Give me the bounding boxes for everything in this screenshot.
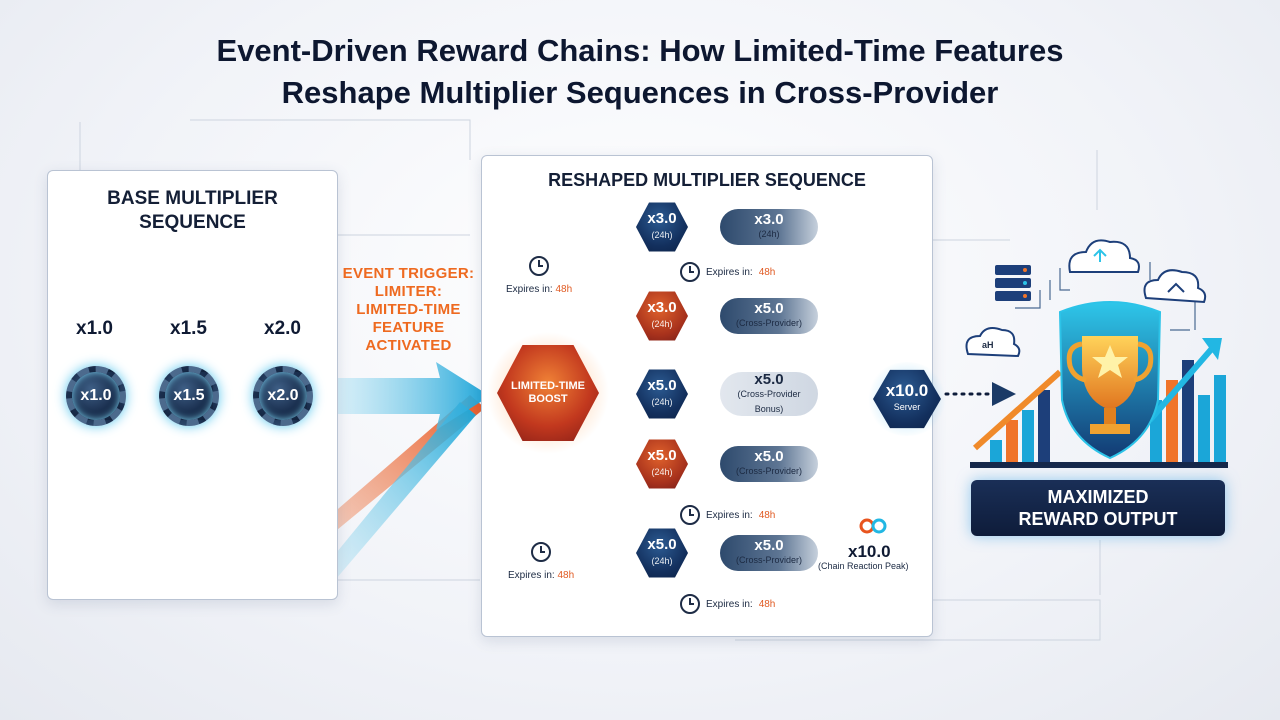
star-icon bbox=[1092, 345, 1128, 378]
expires-label: Expires in: bbox=[706, 509, 753, 521]
boost-line-1: LIMITED-TIME bbox=[511, 380, 585, 392]
event-trigger-line: LIMITER: bbox=[374, 283, 443, 300]
gear-icon: x2.0 bbox=[253, 366, 313, 426]
base-sequence-label: x1.0 bbox=[76, 318, 113, 339]
pill-sub: (Cross-Provider) bbox=[735, 555, 802, 565]
multiplier-node: x5.0 (24h) bbox=[636, 369, 688, 419]
gear-label: x1.0 bbox=[80, 387, 112, 404]
expiry-indicator: Expires in: 48h bbox=[506, 256, 572, 295]
event-trigger-line: ACTIVATED bbox=[365, 337, 452, 354]
multiplier-pill: x3.0 (24h) bbox=[720, 209, 818, 245]
clock-icon bbox=[680, 262, 700, 282]
multiplier-node: x3.0 (24h) bbox=[636, 202, 688, 252]
node-value: x5.0 bbox=[647, 536, 677, 553]
cyan-sweep-arrow bbox=[300, 402, 476, 600]
node-sub: (24h) bbox=[651, 467, 673, 477]
event-trigger-line: EVENT TRIGGER: bbox=[342, 265, 475, 282]
server-value: x10.0 bbox=[885, 381, 929, 400]
node-value: x5.0 bbox=[647, 447, 677, 464]
server-rack-icon bbox=[995, 265, 1031, 301]
pill-value: x5.0 bbox=[754, 537, 784, 554]
reward-line-2: REWARD OUTPUT bbox=[1018, 509, 1178, 529]
main-event-arrow bbox=[322, 362, 490, 430]
event-trigger-line: FEATURE bbox=[372, 319, 445, 336]
expires-value: 48h bbox=[557, 570, 575, 581]
multiplier-node: x3.0 (24h) bbox=[636, 291, 688, 341]
multiplier-pill: x5.0 (Cross-Provider) bbox=[720, 446, 818, 482]
pill-value: x5.0 bbox=[754, 448, 784, 465]
expires-label: Expires in: bbox=[706, 266, 753, 278]
multiplier-node: x5.0 (24h) bbox=[636, 439, 688, 489]
expires-value: 48h bbox=[555, 284, 573, 295]
peak-value: x10.0 bbox=[848, 542, 891, 561]
cloud-icon-top bbox=[1068, 239, 1140, 273]
expires-value: 48h bbox=[758, 266, 776, 278]
event-trigger-label: EVENT TRIGGER: LIMITER: LIMITED-TIME FEA… bbox=[336, 265, 481, 355]
title-line-1: Event-Driven Reward Chains: How Limited-… bbox=[216, 33, 1064, 68]
cloud-label: aH bbox=[982, 340, 994, 350]
expires-label: Expires in: bbox=[506, 284, 553, 295]
page-title: Event-Driven Reward Chains: How Limited-… bbox=[0, 30, 1280, 114]
boost-line-2: BOOST bbox=[528, 393, 568, 405]
expires-value: 48h bbox=[758, 598, 776, 610]
multiplier-node: x5.0 (24h) bbox=[636, 528, 688, 578]
bar-chart bbox=[990, 360, 1226, 465]
expiry-indicator: Expires in: 48h bbox=[508, 542, 574, 581]
maximized-reward-output: MAXIMIZED REWARD OUTPUT bbox=[971, 480, 1225, 536]
server-sub: Server bbox=[893, 402, 921, 412]
node-value: x3.0 bbox=[647, 210, 677, 227]
clock-icon bbox=[531, 542, 552, 562]
pill-sub: (Cross-Provider) bbox=[735, 466, 802, 476]
growth-arrow bbox=[973, 369, 1062, 451]
gear-icon: x1.5 bbox=[159, 366, 219, 426]
background-circuit-lines bbox=[79, 119, 1101, 641]
node-value: x5.0 bbox=[647, 377, 677, 394]
expiry-indicator: Expires in: 48h bbox=[680, 594, 775, 614]
node-sub: (24h) bbox=[651, 319, 673, 329]
pill-value: x5.0 bbox=[754, 300, 784, 317]
base-sequence-label: x2.0 bbox=[264, 318, 301, 339]
base-panel-title: BASE MULTIPLIER SEQUENCE bbox=[48, 187, 337, 235]
expires-label: Expires in: bbox=[508, 570, 555, 581]
multiplier-pill: x5.0 (Cross-Provider) bbox=[720, 298, 818, 334]
pill-sub: (Cross-Provider Bonus) bbox=[737, 388, 801, 414]
gear-label: x1.5 bbox=[173, 387, 205, 404]
title-line-2: Reshape Multiplier Sequences in Cross-Pr… bbox=[281, 75, 999, 110]
pill-sub: (24h) bbox=[758, 229, 780, 239]
node-value: x3.0 bbox=[647, 299, 677, 316]
reward-illustration bbox=[965, 239, 1228, 468]
node-sub: (24h) bbox=[651, 397, 673, 407]
pill-sub: (Cross-Provider) bbox=[735, 318, 802, 328]
expiry-indicator: Expires in: 48h bbox=[680, 505, 775, 525]
clock-icon bbox=[680, 505, 700, 525]
pill-value: x5.0 bbox=[754, 370, 784, 388]
cloud-icon-left bbox=[965, 327, 1021, 358]
peak-sub: (Chain Reaction Peak) bbox=[818, 561, 909, 571]
event-trigger-line: LIMITED-TIME bbox=[356, 301, 461, 318]
node-sub: (24h) bbox=[651, 556, 673, 566]
node-sub: (24h) bbox=[651, 230, 673, 240]
chain-link-icon bbox=[859, 518, 887, 534]
limited-time-boost-node: LIMITED-TIME BOOST bbox=[497, 345, 599, 441]
pill-value: x3.0 bbox=[754, 211, 784, 228]
clock-icon bbox=[529, 256, 550, 276]
multiplier-pill: x5.0 (Cross-Provider Bonus) bbox=[720, 372, 818, 416]
reshaped-panel-title: RESHAPED MULTIPLIER SEQUENCE bbox=[548, 170, 866, 190]
gear-icon: x1.0 bbox=[66, 366, 126, 426]
reward-line-1: MAXIMIZED bbox=[1047, 487, 1149, 507]
base-sequence-label: x1.5 bbox=[170, 318, 207, 339]
trophy-icon bbox=[1082, 336, 1138, 410]
expires-label: Expires in: bbox=[706, 598, 753, 610]
expires-value: 48h bbox=[758, 509, 776, 521]
multiplier-pill: x5.0 (Cross-Provider) bbox=[720, 535, 818, 571]
chain-reaction-peak: x10.0 (Chain Reaction Peak) bbox=[818, 542, 909, 572]
clock-icon bbox=[680, 594, 700, 614]
expiry-indicator: Expires in: 48h bbox=[680, 262, 775, 282]
base-title-line-2: SEQUENCE bbox=[139, 212, 246, 233]
base-title-line-1: BASE MULTIPLIER bbox=[107, 188, 278, 209]
gear-label: x2.0 bbox=[267, 387, 299, 404]
